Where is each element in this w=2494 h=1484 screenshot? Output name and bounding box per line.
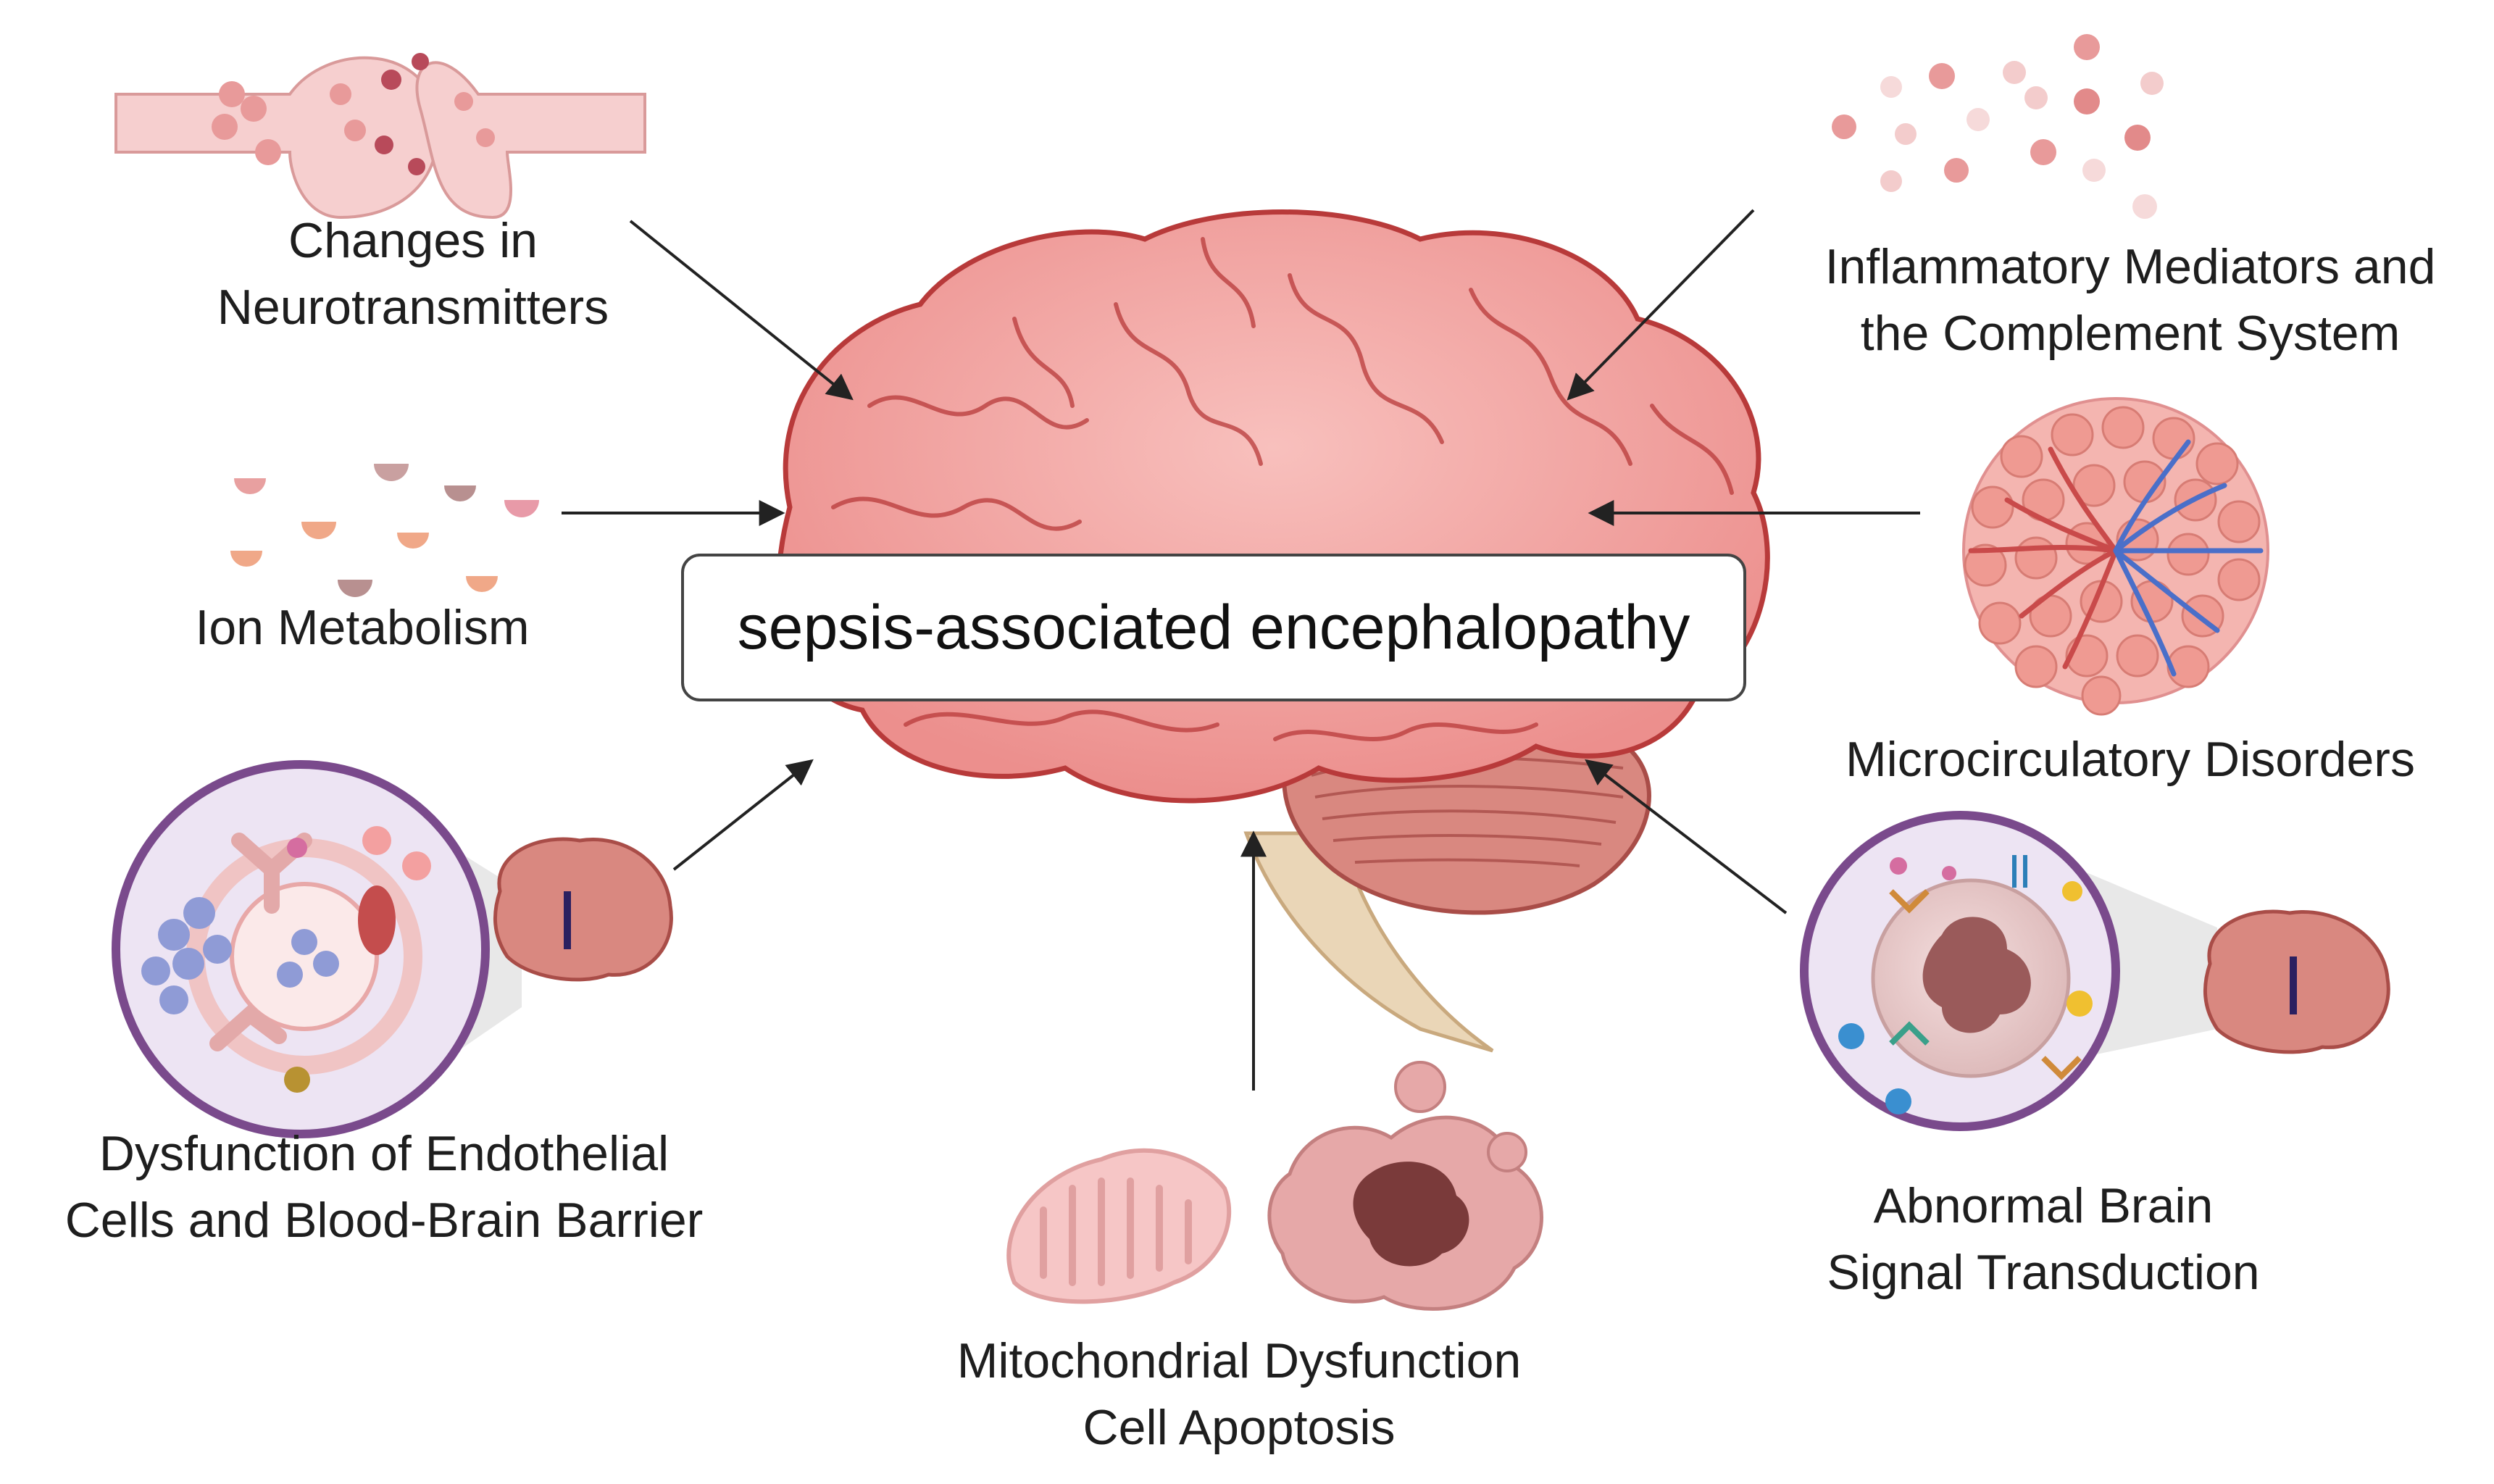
label-line: the Complement System <box>1860 306 2401 361</box>
center-label: sepsis-associated encephalopathy <box>737 592 1690 662</box>
label-neurotransmitters: Changes in Neurotransmitters <box>138 207 688 341</box>
brainstem-shape <box>1243 831 1494 1053</box>
label-line: Microcirculatory Disorders <box>1846 732 2415 787</box>
arrows <box>562 209 1920 1091</box>
arrow-signal <box>1585 759 1788 914</box>
cerebrum-shape <box>776 209 1770 804</box>
label-microcirculatory: Microcirculatory Disorders <box>1782 726 2478 793</box>
label-inflammatory: Inflammatory Mediators and the Complemen… <box>1768 233 2493 367</box>
red-vessels <box>1968 446 2119 670</box>
astrocyte-clusters <box>141 897 339 1014</box>
label-line: Abnormal Brain <box>1873 1178 2214 1233</box>
label-line: Mitochondrial Dysfunction <box>956 1333 1522 1388</box>
center-label-box: sepsis-associated encephalopathy <box>681 554 1746 701</box>
label-ion-metabolism: Ion Metabolism <box>159 594 565 661</box>
label-line: Cell Apoptosis <box>1083 1400 1396 1455</box>
label-line: Changes in <box>288 213 538 268</box>
mitochondria-apoptosis-illustration <box>1006 1061 1543 1311</box>
cerebrum-gyri <box>831 237 1734 741</box>
presynaptic-terminal <box>114 56 439 220</box>
blue-vessels <box>2113 439 2264 677</box>
inflammatory-mediator-dots <box>1832 34 2164 219</box>
label-endothelial: Dysfunction of Endothelial Cells and Blo… <box>43 1120 725 1254</box>
neurotransmitter-dots <box>212 53 495 175</box>
blood-brain-barrier-illustration <box>112 760 673 1138</box>
arrow-endothelial <box>672 759 814 871</box>
label-signal-transduction: Abnormal Brain Signal Transduction <box>1768 1172 2319 1306</box>
postsynaptic-terminal <box>415 61 646 220</box>
microcirculation-illustration <box>1962 397 2269 716</box>
arrow-inflammatory <box>1567 209 1755 401</box>
label-line: Neurotransmitters <box>217 280 609 335</box>
synapse-illustration <box>114 53 646 220</box>
arrow-neurotransmitters <box>629 220 854 401</box>
label-line: Inflammatory Mediators and <box>1824 239 2436 294</box>
ion-symbols <box>230 464 539 597</box>
label-mitochondrial: Mitochondrial Dysfunction Cell Apoptosis <box>891 1327 1587 1461</box>
signal-transduction-illustration <box>1800 811 2390 1131</box>
label-line: Cells and Blood-Brain Barrier <box>64 1193 704 1248</box>
label-line: Ion Metabolism <box>195 600 530 655</box>
mitochondrion-shape <box>1006 1148 1232 1304</box>
label-line: Signal Transduction <box>1827 1245 2260 1300</box>
label-line: Dysfunction of Endothelial <box>99 1126 670 1181</box>
